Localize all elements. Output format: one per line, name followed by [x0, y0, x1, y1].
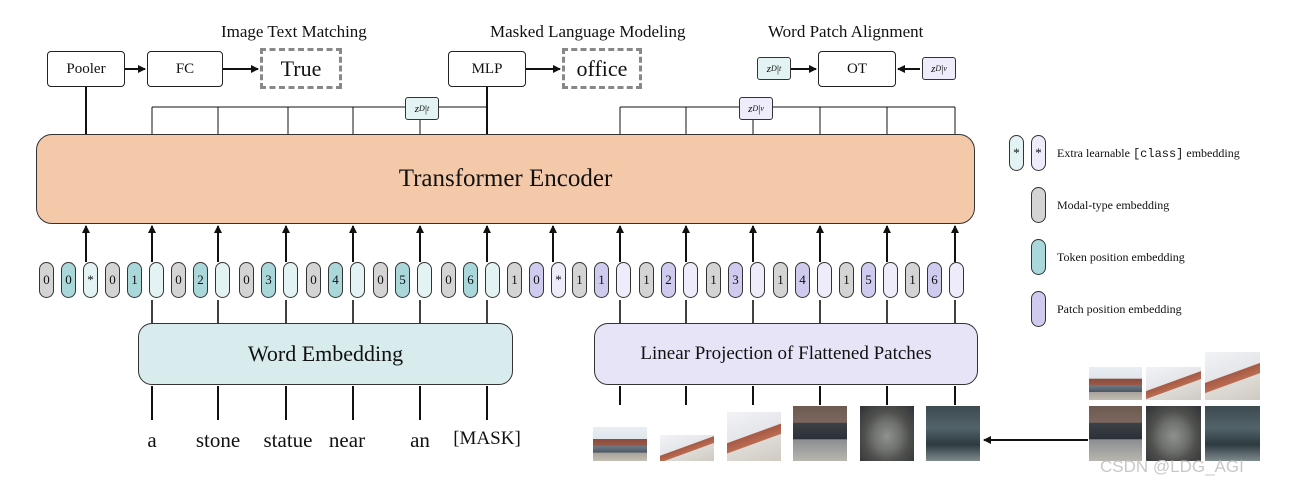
itm-title: Image Text Matching: [221, 22, 367, 41]
word-token: stone: [195, 428, 241, 452]
position-pill: 5: [395, 262, 410, 298]
image-patch: [593, 427, 647, 461]
legend-modal-label: Modal-type embedding: [1057, 198, 1170, 212]
modal-type-pill: 1: [639, 262, 654, 298]
image-patch: [1089, 367, 1142, 400]
pooler-box: Pooler: [47, 51, 125, 87]
token-embedding-pill: [750, 262, 765, 298]
word-token: a: [147, 428, 157, 452]
itm-output: True: [260, 48, 342, 89]
modal-type-pill: 0: [171, 262, 186, 298]
position-pill: 2: [661, 262, 676, 298]
word-token: an: [410, 428, 430, 452]
token-embedding-pill: [350, 262, 365, 298]
legend-class-pill-text: *: [1009, 135, 1024, 171]
transformer-encoder: Transformer Encoder: [36, 134, 975, 224]
word-token: statue: [263, 428, 313, 452]
image-patch: [1205, 406, 1260, 461]
modal-type-pill: 0: [239, 262, 254, 298]
token-embedding-pill: [683, 262, 698, 298]
position-pill: 1: [594, 262, 609, 298]
image-patch: [1089, 406, 1142, 461]
modal-type-pill: 1: [507, 262, 522, 298]
image-patch: [926, 406, 980, 461]
image-patch: [1146, 406, 1201, 461]
legend-patch-pos-pill: [1031, 291, 1046, 327]
mlm-output: office: [562, 48, 642, 89]
image-patch: [1146, 367, 1201, 400]
modal-type-pill: 1: [773, 262, 788, 298]
token-embedding-pill: [817, 262, 832, 298]
position-pill: 1: [127, 262, 142, 298]
watermark: CSDN @LDG_AGI: [1100, 457, 1244, 476]
modal-type-pill: 1: [706, 262, 721, 298]
token-embedding-pill: [417, 262, 432, 298]
modal-type-pill: 1: [572, 262, 587, 298]
token-embedding-pill: [283, 262, 298, 298]
position-pill: 0: [529, 262, 544, 298]
position-pill: 4: [795, 262, 810, 298]
position-pill: 0: [61, 262, 76, 298]
modal-type-pill: 0: [373, 262, 388, 298]
legend-patch-pos-label: Patch position embedding: [1057, 302, 1182, 316]
modal-type-pill: 1: [839, 262, 854, 298]
position-pill: 5: [861, 262, 876, 298]
position-pill: 2: [193, 262, 208, 298]
token-embedding-pill: [149, 262, 164, 298]
patch-linear-projection: Linear Projection of Flattened Patches: [594, 323, 978, 385]
modal-type-pill: 0: [441, 262, 456, 298]
legend-class-label: Extra learnable [class] embedding: [1057, 146, 1240, 161]
ot-box: OT: [818, 51, 896, 87]
word-token: near: [328, 428, 366, 452]
class-token-pill: *: [83, 262, 98, 298]
token-embedding-pill: [616, 262, 631, 298]
fc-box: FC: [147, 51, 223, 87]
mlp-box: MLP: [448, 51, 526, 87]
modal-type-pill: 0: [306, 262, 321, 298]
legend-class-pill-image: *: [1031, 135, 1046, 171]
mlm-title: Masked Language Modeling: [490, 22, 686, 41]
modal-type-pill: 0: [39, 262, 54, 298]
token-embedding-pill: [883, 262, 898, 298]
position-pill: 4: [328, 262, 343, 298]
position-pill: 3: [261, 262, 276, 298]
image-patch: [660, 435, 714, 461]
wpa-title: Word Patch Alignment: [768, 22, 924, 41]
word-embedding: Word Embedding: [138, 323, 513, 385]
image-patch: [727, 412, 781, 461]
modal-type-pill: 1: [905, 262, 920, 298]
image-patch: [793, 406, 847, 461]
legend-modal-pill: [1031, 187, 1046, 223]
position-pill: 6: [927, 262, 942, 298]
modal-type-pill: 0: [105, 262, 120, 298]
legend-token-pos-label: Token position embedding: [1057, 250, 1185, 264]
image-patch: [1205, 352, 1260, 400]
position-pill: 3: [728, 262, 743, 298]
word-token: [MASK]: [453, 428, 521, 449]
legend-token-pos-pill: [1031, 239, 1046, 275]
position-pill: 6: [463, 262, 478, 298]
token-embedding-pill: [949, 262, 964, 298]
class-token-pill: *: [551, 262, 566, 298]
image-patch: [860, 406, 914, 461]
token-embedding-pill: [485, 262, 500, 298]
token-embedding-pill: [215, 262, 230, 298]
